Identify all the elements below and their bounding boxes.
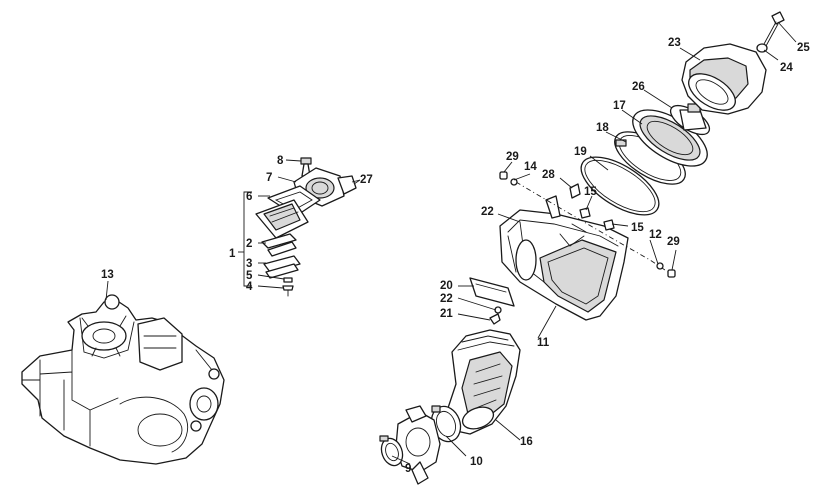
fastener-14 (510, 178, 518, 186)
callout-22a: 22 (481, 206, 494, 218)
callout-26: 26 (632, 81, 645, 93)
callout-21: 21 (440, 308, 453, 320)
fastener-29-right (667, 269, 676, 278)
callout-14: 14 (524, 161, 537, 173)
callout-19: 19 (574, 146, 587, 158)
callout-15b: 15 (631, 222, 644, 234)
callout-5: 5 (246, 270, 253, 282)
callout-6: 6 (246, 191, 252, 203)
grommet-15-lower (603, 219, 615, 231)
intake-boot-16 (447, 329, 521, 435)
wing-bolt-25 (763, 11, 785, 47)
clip-28 (569, 183, 581, 199)
callout-11: 11 (537, 337, 550, 349)
callout-18: 18 (596, 122, 609, 134)
air-filter-element-23 (681, 43, 767, 115)
carburetor (395, 405, 441, 485)
callout-28: 28 (542, 169, 555, 181)
callout-29a: 29 (506, 151, 519, 163)
callout-9: 9 (405, 463, 411, 475)
callout-1: 1 (229, 248, 236, 260)
seal-20 (469, 277, 515, 307)
callout-27: 27 (360, 174, 373, 186)
fastener-12 (656, 262, 664, 270)
screw-4 (282, 285, 294, 297)
filter-ring-19 (580, 156, 660, 216)
clamp-10 (430, 405, 462, 443)
callout-17: 17 (613, 100, 626, 112)
airbox-11 (499, 195, 629, 321)
callout-29b: 29 (667, 236, 680, 248)
callout-numbers: 1 2 3 4 5 6 7 8 9 10 11 12 13 14 15 15 1… (101, 37, 810, 475)
screw-21 (489, 313, 501, 325)
engine-assembly (21, 294, 225, 465)
callout-25: 25 (797, 42, 810, 54)
callout-16: 16 (520, 436, 533, 448)
reed-stopper-3 (263, 255, 301, 279)
callout-12: 12 (649, 229, 662, 241)
callout-3: 3 (246, 258, 252, 270)
callout-8: 8 (277, 155, 284, 167)
callout-13: 13 (101, 269, 114, 281)
callout-4: 4 (246, 281, 253, 293)
callout-20: 20 (440, 280, 453, 292)
intake-manifold-7 (293, 167, 357, 207)
fastener-29-top (499, 171, 508, 180)
reed-valve-assembly (238, 157, 361, 297)
reed-block (255, 199, 309, 239)
grommet-15-upper (579, 207, 591, 219)
reed-petal-2 (261, 233, 297, 257)
callout-2: 2 (246, 238, 252, 250)
callout-10: 10 (470, 456, 483, 468)
callout-7: 7 (266, 172, 272, 184)
leader-lines (105, 21, 797, 465)
callout-24: 24 (780, 62, 793, 74)
callout-23: 23 (668, 37, 681, 49)
filter-cage-26 (669, 103, 711, 136)
callout-22b: 22 (440, 293, 453, 305)
washer-5 (283, 277, 293, 283)
callout-15a: 15 (584, 186, 597, 198)
